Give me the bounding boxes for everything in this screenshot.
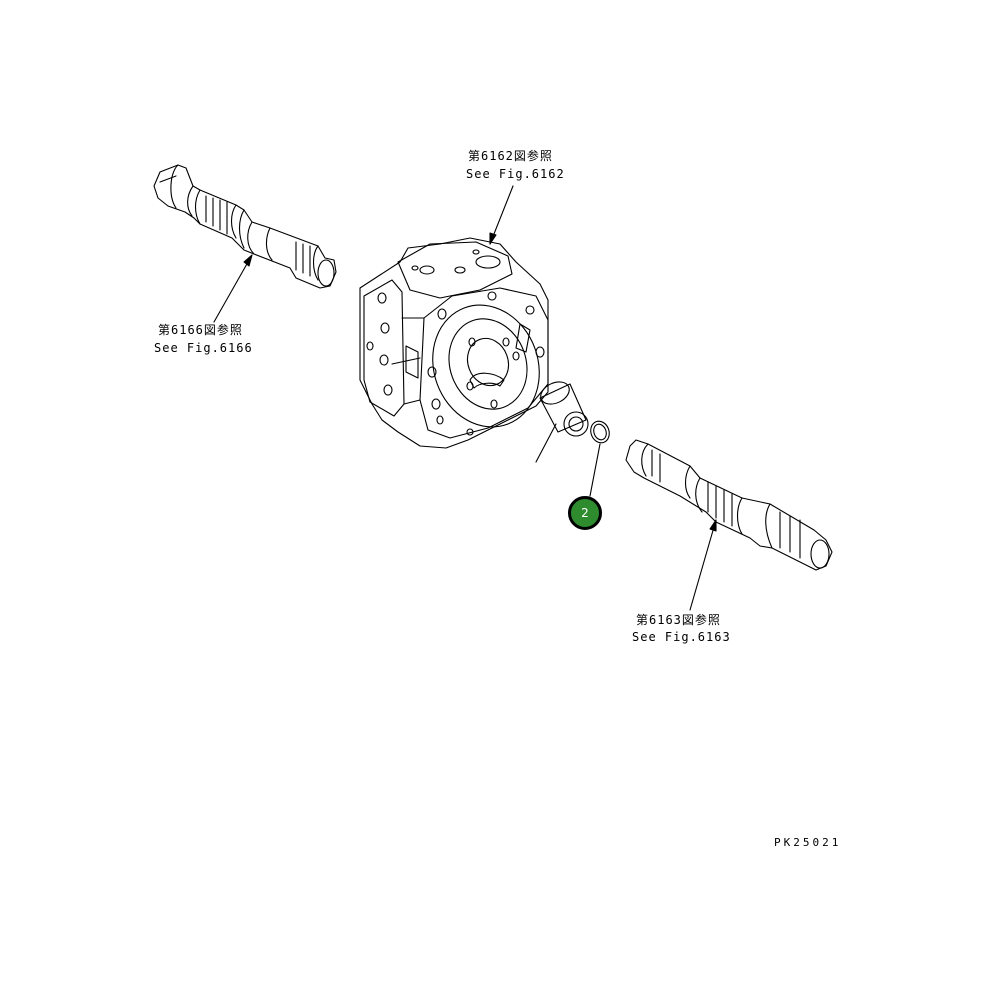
part-callout-2[interactable]: 2 (568, 496, 602, 530)
leader-callout-2 (589, 443, 601, 497)
ref-top-en: See Fig.6162 (466, 167, 565, 181)
leader-right-fig6163 (689, 519, 717, 611)
snap-ring-illustration (590, 420, 610, 444)
leader-lines (213, 185, 717, 611)
arrow-head-top (489, 232, 497, 245)
leader-bushing (535, 423, 557, 463)
ref-right-en: See Fig.6163 (632, 630, 731, 644)
right-shaft-illustration (625, 439, 833, 571)
ref-left-en: See Fig.6166 (154, 341, 253, 355)
leader-left-fig6166 (213, 254, 253, 323)
arrow-head-left (243, 254, 253, 267)
left-shaft-illustration (153, 164, 337, 289)
bushing-illustration (539, 381, 589, 437)
pump-body-illustration (359, 237, 549, 449)
ref-left-jp: 第6166図参照 (158, 323, 243, 337)
arrow-head-right (709, 519, 717, 532)
ref-right-jp: 第6163図参照 (636, 613, 721, 627)
ref-top-jp: 第6162図参照 (468, 149, 553, 163)
drawing-code: PK25021 (774, 836, 842, 849)
